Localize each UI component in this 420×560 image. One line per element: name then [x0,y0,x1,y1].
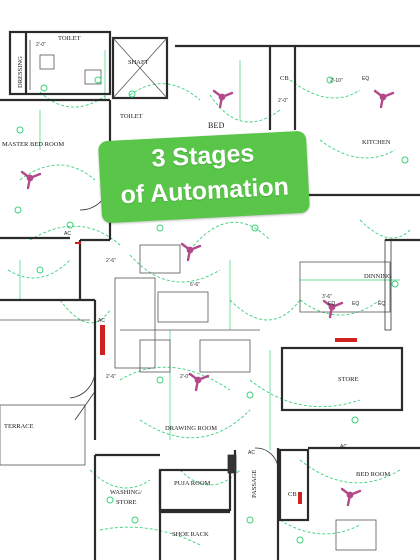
ceiling-fans [20,89,395,507]
room-labels: TOILET SHAFT DRESSING TOILET BED CB KITC… [2,35,392,538]
light-points [14,76,409,544]
room-label-bed-room: BED ROOM [356,471,390,478]
room-label-toilet-top: TOILET [58,35,81,42]
eq-label: EQ [378,301,385,307]
dim-label: 2'-0" [180,374,190,380]
room-label-toilet-mid: TOILET [120,113,143,120]
wiring-layer [7,79,411,546]
room-label-cb-top: CB [280,75,289,82]
room-label-store: STORE [338,376,358,383]
room-label-shaft: SHAFT [128,59,149,66]
dim-label: 2'-0" [278,98,288,104]
fan-icon [180,242,202,262]
room-label-kitchen: KITCHEN [362,139,391,146]
dim-label: 2'-6" [106,374,116,380]
room-label-drawing: DRAWING ROOM [165,425,217,432]
ac-label: AC [248,450,255,456]
fan-icon [340,487,362,507]
room-label-cb-bottom: CB [288,491,297,498]
eq-label: EQ [328,301,335,307]
fan-icon [20,170,42,190]
fan-icon [188,372,210,392]
room-label-washing-1: WASHING/ [110,489,142,496]
room-label-washing-2: STORE [116,499,136,506]
banner-line-2: of Automation [119,172,290,210]
ac-label: AC [98,318,105,324]
dim-label: 2'-0" [36,42,46,48]
fan-icon [212,89,234,109]
fan-icon [373,89,395,109]
ac-label: AC [340,444,347,450]
thin-walls [0,37,391,551]
ac-label: AC [64,231,71,237]
room-label-shoe-rack: SHOE RACK [172,531,209,538]
banner-line-1: 3 Stages [150,139,255,173]
room-label-dressing: DRESSING [17,56,24,88]
room-label-passage: PASSAGE [251,470,258,498]
eq-label: EQ [352,301,359,307]
dim-label: 2'-10" [330,78,343,84]
title-banner: 3 Stages of Automation [97,130,311,224]
dim-label: 6'-6" [190,282,200,288]
room-label-puja: PUJA ROOM [174,480,211,487]
room-label-master-bed: MASTER BED ROOM [2,141,64,148]
eq-label: EQ [362,76,369,82]
dim-label: 2'-6" [106,258,116,264]
fan-icon [322,299,344,319]
annotations: AC AC AC AC AC EQ EQ EQ EQ 2'-0" 2'-10" … [36,42,385,456]
dim-label: 3'-6" [322,294,332,300]
room-label-bed-partial: BED [208,121,225,130]
room-label-terrace: TERRACE [4,423,34,430]
room-label-dinning: DINNING [364,273,392,280]
